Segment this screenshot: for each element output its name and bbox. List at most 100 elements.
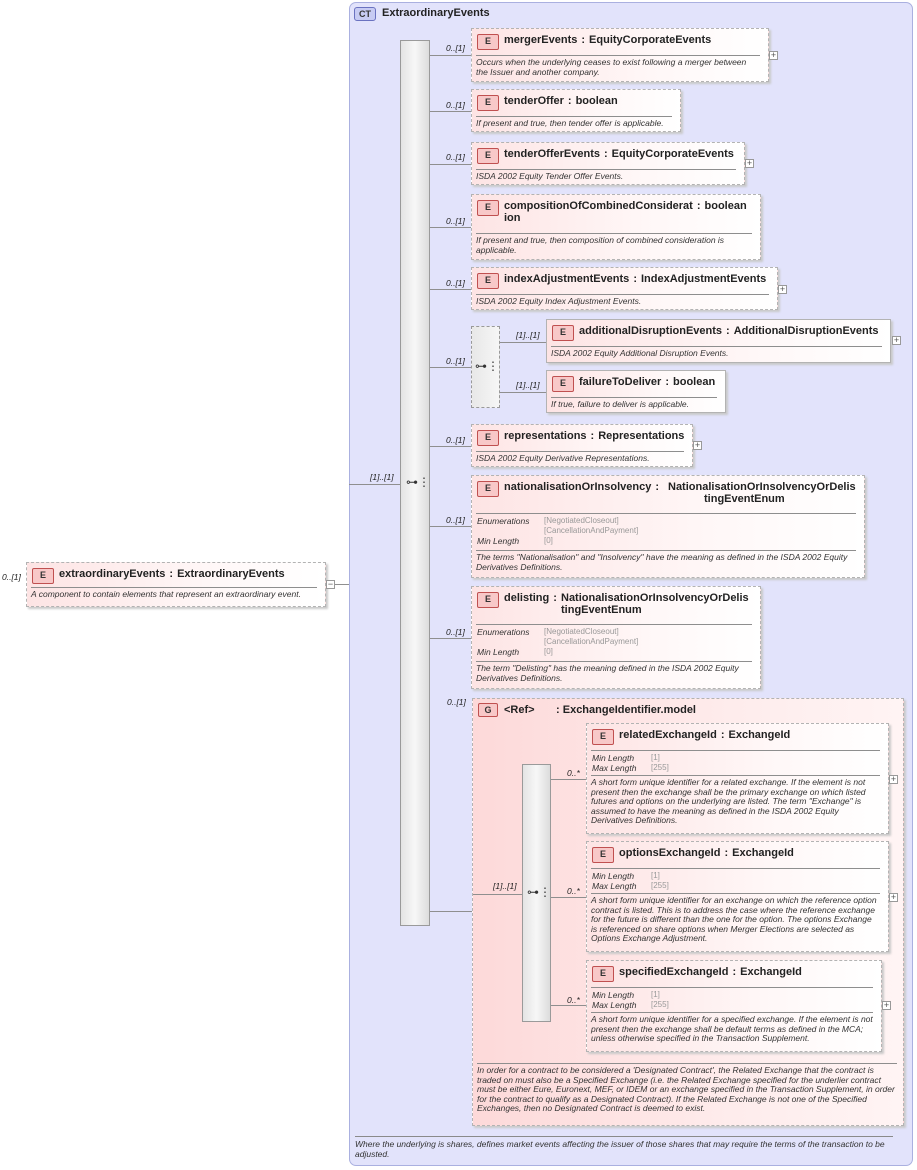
- element-cardinality: 0..[1]: [446, 100, 465, 110]
- expand-icon[interactable]: +: [882, 1000, 891, 1010]
- root-element-doc: A component to contain elements that rep…: [31, 587, 317, 600]
- element-index-adjustment-events[interactable]: E indexAdjustmentEvents:IndexAdjustmentE…: [471, 267, 778, 310]
- connector-line: [430, 227, 471, 228]
- element-doc: If present and true, then composition of…: [476, 233, 752, 255]
- expand-icon[interactable]: +: [745, 158, 754, 168]
- element-cardinality: 0..[1]: [446, 435, 465, 445]
- element-badge: E: [477, 34, 499, 50]
- expand-icon[interactable]: +: [769, 50, 778, 60]
- connector-line: [430, 55, 471, 56]
- connector-line: [430, 911, 473, 912]
- expand-icon[interactable]: +: [693, 440, 702, 450]
- connector-line: [551, 1005, 586, 1006]
- element-nationalisation-or-insolvency[interactable]: E nationalisationOrInsolvency: Nationali…: [471, 475, 865, 578]
- choice-box: [471, 326, 500, 408]
- element-title: optionsExchangeId:ExchangeId: [619, 847, 794, 859]
- choice-icon: ⊶⋮: [475, 359, 499, 373]
- element-facets: Enumerations[NegotiatedCloseout] [Cancel…: [476, 513, 856, 546]
- element-tender-offer[interactable]: E tenderOffer:boolean If present and tru…: [471, 89, 681, 132]
- element-badge: E: [32, 568, 54, 584]
- element-composition-of-combined-consideration[interactable]: E compositionOfCombinedConsiderat:boolea…: [471, 194, 761, 260]
- collapse-icon[interactable]: −: [326, 579, 335, 589]
- element-doc: Occurs when the underlying ceases to exi…: [476, 55, 760, 77]
- element-failure-to-deliver[interactable]: E failureToDeliver:boolean If true, fail…: [546, 370, 726, 413]
- group-sequence-cardinality: [1]..[1]: [493, 881, 517, 891]
- element-cardinality: [1]..[1]: [516, 330, 540, 340]
- connector-line: [430, 111, 471, 112]
- group-badge: G: [478, 703, 498, 717]
- element-doc: The terms "Nationalisation" and "Insolve…: [476, 550, 856, 572]
- element-doc: The term "Delisting" has the meaning def…: [476, 661, 752, 683]
- root-cardinality: 0..[1]: [2, 572, 21, 582]
- element-facets: Enumerations[NegotiatedCloseout] [Cancel…: [476, 624, 752, 657]
- element-badge: E: [477, 273, 499, 289]
- element-cardinality: 0..[1]: [446, 216, 465, 226]
- element-cardinality: 0..[1]: [446, 515, 465, 525]
- group-cardinality: 0..[1]: [447, 697, 466, 707]
- element-cardinality: 0..[1]: [446, 43, 465, 53]
- connector-line: [430, 526, 471, 527]
- connector-line: [430, 638, 471, 639]
- complex-type-badge: CT: [354, 7, 376, 21]
- element-facets: Min Length[1] Max Length[255]: [591, 750, 880, 773]
- element-badge: E: [592, 847, 614, 863]
- element-delisting[interactable]: E delisting: NationalisationOrInsolvency…: [471, 586, 761, 689]
- sequence-bar: [400, 40, 430, 926]
- expand-icon[interactable]: +: [892, 335, 901, 345]
- sequence-icon: ⊶⋮: [527, 885, 551, 899]
- expand-icon[interactable]: +: [778, 284, 787, 294]
- element-additional-disruption-events[interactable]: E additionalDisruptionEvents:AdditionalD…: [546, 319, 891, 363]
- element-title: mergerEvents:EquityCorporateEvents: [504, 34, 712, 46]
- element-badge: E: [477, 592, 499, 608]
- connector-line: [500, 392, 546, 393]
- element-badge: E: [477, 430, 499, 446]
- connector-line: [500, 342, 546, 343]
- element-title: representations:Representations: [504, 430, 685, 442]
- connector-line: [430, 164, 471, 165]
- element-title: indexAdjustmentEvents:IndexAdjustmentEve…: [504, 273, 767, 285]
- element-cardinality: 0..[1]: [446, 627, 465, 637]
- group-doc: In order for a contract to be considered…: [477, 1063, 897, 1114]
- element-cardinality: 0..*: [567, 886, 580, 896]
- sequence-icon: ⊶⋮: [406, 475, 430, 489]
- element-representations[interactable]: E representations:Representations ISDA 2…: [471, 424, 693, 467]
- element-doc: ISDA 2002 Equity Tender Offer Events.: [476, 169, 736, 182]
- element-title: nationalisationOrInsolvency:: [504, 481, 659, 493]
- element-badge: E: [477, 95, 499, 111]
- element-title: delisting:: [504, 592, 557, 604]
- element-options-exchange-id[interactable]: E optionsExchangeId:ExchangeId Min Lengt…: [586, 841, 889, 952]
- element-badge: E: [552, 325, 574, 341]
- expand-icon[interactable]: +: [889, 774, 898, 784]
- element-doc: A short form unique identifier for an ex…: [591, 893, 880, 944]
- element-specified-exchange-id[interactable]: E specifiedExchangeId:ExchangeId Min Len…: [586, 960, 882, 1052]
- element-badge: E: [477, 481, 499, 497]
- connector-line: [430, 289, 471, 290]
- element-cardinality: 0..[1]: [446, 278, 465, 288]
- complex-type-doc: Where the underlying is shares, defines …: [355, 1136, 893, 1159]
- element-merger-events[interactable]: E mergerEvents:EquityCorporateEvents Occ…: [471, 28, 769, 82]
- element-cardinality: 0..[1]: [446, 152, 465, 162]
- choice-cardinality: 0..[1]: [446, 356, 465, 366]
- element-title: tenderOffer:boolean: [504, 95, 618, 107]
- element-doc: ISDA 2002 Equity Additional Disruption E…: [551, 346, 882, 359]
- element-doc: A short form unique identifier for a rel…: [591, 775, 880, 826]
- expand-icon[interactable]: +: [889, 892, 898, 902]
- element-badge: E: [477, 148, 499, 164]
- element-badge: E: [552, 376, 574, 392]
- element-facets: Min Length[1] Max Length[255]: [591, 987, 873, 1010]
- element-title: specifiedExchangeId:ExchangeId: [619, 966, 802, 978]
- element-related-exchange-id[interactable]: E relatedExchangeId:ExchangeId Min Lengt…: [586, 723, 889, 834]
- root-element-box[interactable]: E extraordinaryEvents:ExtraordinaryEvent…: [26, 562, 326, 607]
- element-cardinality: 0..*: [567, 995, 580, 1005]
- element-tender-offer-events[interactable]: E tenderOfferEvents:EquityCorporateEvent…: [471, 142, 745, 185]
- element-doc: If present and true, then tender offer i…: [476, 116, 672, 129]
- element-badge: E: [592, 729, 614, 745]
- element-doc: ISDA 2002 Equity Index Adjustment Events…: [476, 294, 769, 307]
- element-title: additionalDisruptionEvents:AdditionalDis…: [579, 325, 879, 337]
- complex-type-title: ExtraordinaryEvents: [382, 7, 490, 19]
- element-title: failureToDeliver:boolean: [579, 376, 716, 388]
- connector-line: [335, 584, 349, 585]
- connector-line: [430, 446, 471, 447]
